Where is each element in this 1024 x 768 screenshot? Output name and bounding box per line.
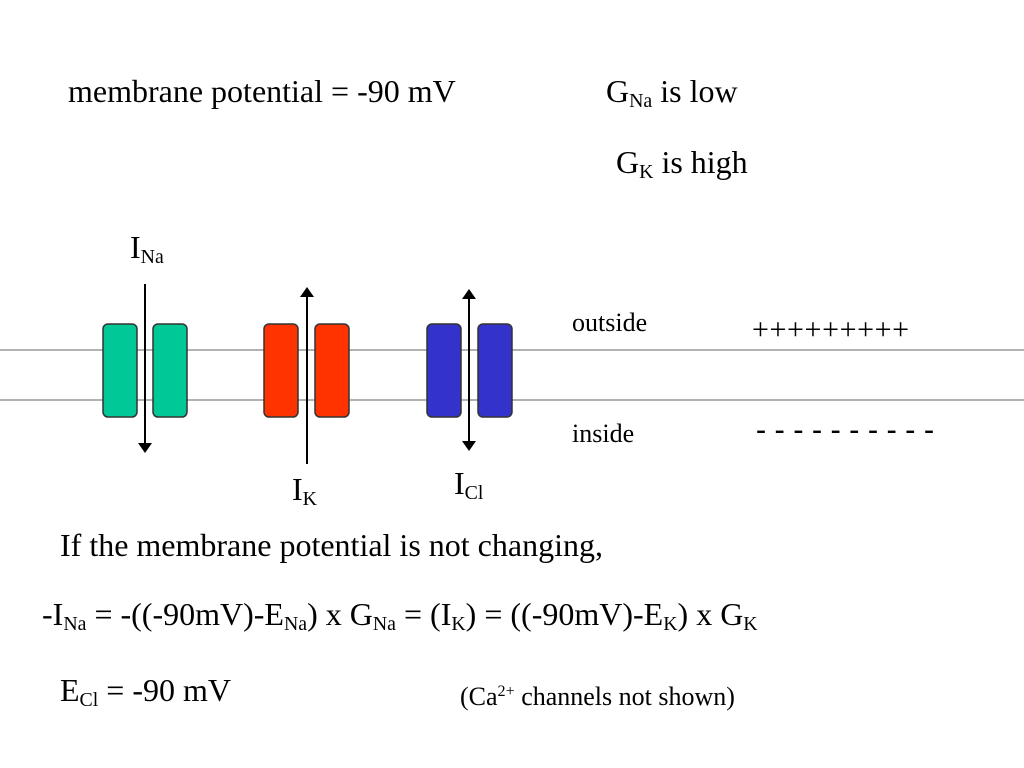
calcium-channels-note: (Ca2+ channels not shown) — [460, 682, 735, 711]
chloride-reversal-potential: ECl = -90 mV — [60, 672, 231, 711]
chloride-channel-left-subunit — [426, 323, 462, 418]
potassium-current-label: IK — [292, 471, 317, 510]
gk-subscript: K — [639, 160, 654, 183]
inside-negative-charges: ---------- — [752, 413, 939, 448]
gk-statement: GK is high — [616, 144, 748, 182]
current-balance-equation: -INa = -((-90mV)-ENa) x GNa = (IK) = ((-… — [42, 596, 758, 635]
gk-symbol: G — [616, 144, 640, 180]
gk-text: is high — [653, 144, 748, 180]
chloride-current-label: ICl — [454, 465, 484, 504]
potassium-channel — [263, 323, 350, 418]
potassium-channel-left-subunit — [263, 323, 299, 418]
gna-text: is low — [652, 73, 738, 109]
gna-statement: GNa is low — [606, 73, 738, 111]
sodium-channel-left-subunit — [102, 323, 138, 418]
sodium-channel-right-subunit — [152, 323, 188, 418]
gna-subscript: Na — [629, 89, 653, 112]
condition-statement: If the membrane potential is not changin… — [60, 527, 603, 563]
sodium-current-label: INa — [130, 229, 164, 268]
outside-positive-charges: +++++++++ — [752, 313, 910, 346]
chloride-channel-right-subunit — [477, 323, 513, 418]
chloride-channel — [426, 323, 513, 418]
potassium-channel-right-subunit — [314, 323, 350, 418]
membrane-potential-label: membrane potential = -90 mV — [68, 73, 456, 109]
gna-symbol: G — [606, 73, 630, 109]
inside-label: inside — [572, 419, 635, 448]
outside-label: outside — [572, 308, 648, 337]
sodium-channel — [102, 323, 188, 418]
